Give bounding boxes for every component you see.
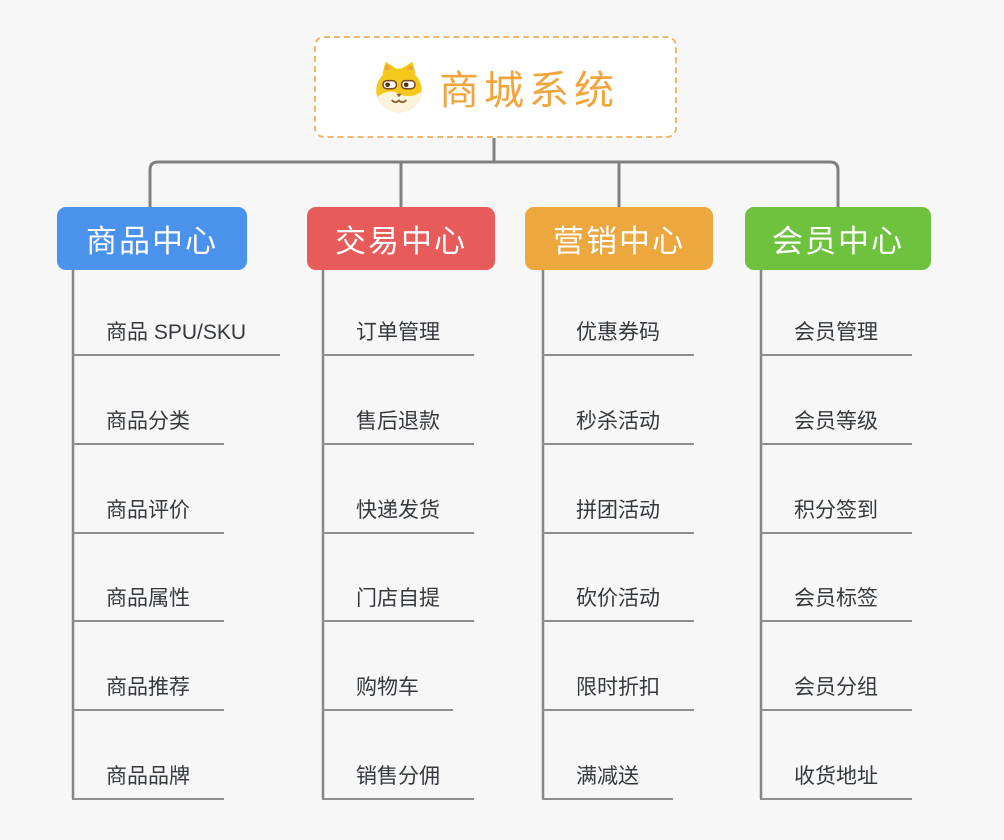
child-topic-label: 积分签到 bbox=[760, 494, 912, 534]
child-topic[interactable]: 商品推荐 bbox=[72, 622, 280, 712]
branch-topic-label: 交易中心 bbox=[335, 224, 467, 259]
child-topic-label: 商品品牌 bbox=[72, 760, 224, 800]
child-topic[interactable]: 限时折扣 bbox=[542, 622, 694, 712]
child-topic-label: 会员标签 bbox=[760, 582, 912, 623]
child-topic-label: 商品分类 bbox=[72, 405, 224, 445]
child-topic[interactable]: 会员管理 bbox=[760, 270, 912, 356]
child-topic[interactable]: 秒杀活动 bbox=[542, 356, 694, 445]
child-topic-label: 会员等级 bbox=[760, 405, 912, 445]
child-topic[interactable]: 售后退款 bbox=[322, 356, 474, 445]
child-topic-label: 快递发货 bbox=[322, 494, 474, 534]
child-topic[interactable]: 优惠券码 bbox=[542, 270, 694, 356]
child-topic[interactable]: 商品分类 bbox=[72, 356, 280, 445]
child-topic-label: 商品 SPU/SKU bbox=[72, 316, 281, 356]
child-topic[interactable]: 商品评价 bbox=[72, 445, 280, 534]
child-topic-label: 商品评价 bbox=[72, 494, 224, 534]
branch-children: 商品 SPU/SKU 商品分类 商品评价 商品属性 商品推荐 商品品牌 bbox=[72, 270, 281, 800]
child-topic[interactable]: 商品属性 bbox=[72, 534, 280, 623]
branch-children: 优惠券码 秒杀活动 拼团活动 砍价活动 限时折扣 满减送 bbox=[542, 270, 694, 800]
root-topic-title: 商城系统 bbox=[439, 69, 619, 113]
child-topic[interactable]: 积分签到 bbox=[760, 445, 912, 534]
branch-topic-product-center[interactable]: 商品中心 bbox=[57, 207, 247, 270]
child-topic-label: 拼团活动 bbox=[542, 494, 694, 534]
branch-topic-label: 会员中心 bbox=[772, 224, 904, 259]
child-topic-label: 限时折扣 bbox=[542, 671, 694, 712]
child-topic[interactable]: 会员等级 bbox=[760, 356, 912, 445]
dog-face-icon bbox=[372, 60, 426, 114]
branch-children: 会员管理 会员等级 积分签到 会员标签 会员分组 收货地址 bbox=[760, 270, 912, 800]
child-topic-label: 砍价活动 bbox=[542, 582, 694, 623]
branch-children: 订单管理 售后退款 快递发货 门店自提 购物车 销售分佣 bbox=[322, 270, 474, 800]
child-topic[interactable]: 砍价活动 bbox=[542, 534, 694, 623]
child-topic-label: 门店自提 bbox=[322, 582, 474, 623]
child-topic[interactable]: 门店自提 bbox=[322, 534, 474, 623]
child-topic-label: 优惠券码 bbox=[542, 316, 694, 356]
branch-topic-trade-center[interactable]: 交易中心 bbox=[307, 207, 495, 270]
child-topic-label: 秒杀活动 bbox=[542, 405, 694, 445]
child-topic[interactable]: 会员标签 bbox=[760, 534, 912, 623]
child-topic[interactable]: 满减送 bbox=[542, 711, 694, 800]
child-topic[interactable]: 收货地址 bbox=[760, 711, 912, 800]
child-topic-label: 会员分组 bbox=[760, 671, 912, 712]
branch-topic-marketing-center[interactable]: 营销中心 bbox=[525, 207, 713, 270]
child-topic[interactable]: 拼团活动 bbox=[542, 445, 694, 534]
child-topic-label: 售后退款 bbox=[322, 405, 474, 445]
child-topic[interactable]: 销售分佣 bbox=[322, 711, 474, 800]
branch-topic-member-center[interactable]: 会员中心 bbox=[745, 207, 931, 270]
child-topic-label: 销售分佣 bbox=[322, 760, 474, 800]
child-topic-label: 满减送 bbox=[542, 760, 673, 800]
child-topic-label: 订单管理 bbox=[322, 316, 474, 356]
child-topic[interactable]: 会员分组 bbox=[760, 622, 912, 712]
child-topic[interactable]: 订单管理 bbox=[322, 270, 474, 356]
child-topic[interactable]: 商品 SPU/SKU bbox=[72, 270, 281, 356]
child-topic[interactable]: 购物车 bbox=[322, 622, 474, 712]
branch-topic-label: 营销中心 bbox=[553, 224, 685, 259]
child-topic-label: 商品属性 bbox=[72, 582, 224, 623]
child-topic-label: 会员管理 bbox=[760, 316, 912, 356]
child-topic[interactable]: 商品品牌 bbox=[72, 711, 280, 800]
child-topic-label: 商品推荐 bbox=[72, 671, 224, 712]
child-topic[interactable]: 快递发货 bbox=[322, 445, 474, 534]
root-topic[interactable]: 商城系统 bbox=[314, 36, 677, 138]
child-topic-label: 收货地址 bbox=[760, 760, 912, 800]
branch-topic-label: 商品中心 bbox=[86, 224, 218, 259]
child-topic-label: 购物车 bbox=[322, 671, 453, 712]
